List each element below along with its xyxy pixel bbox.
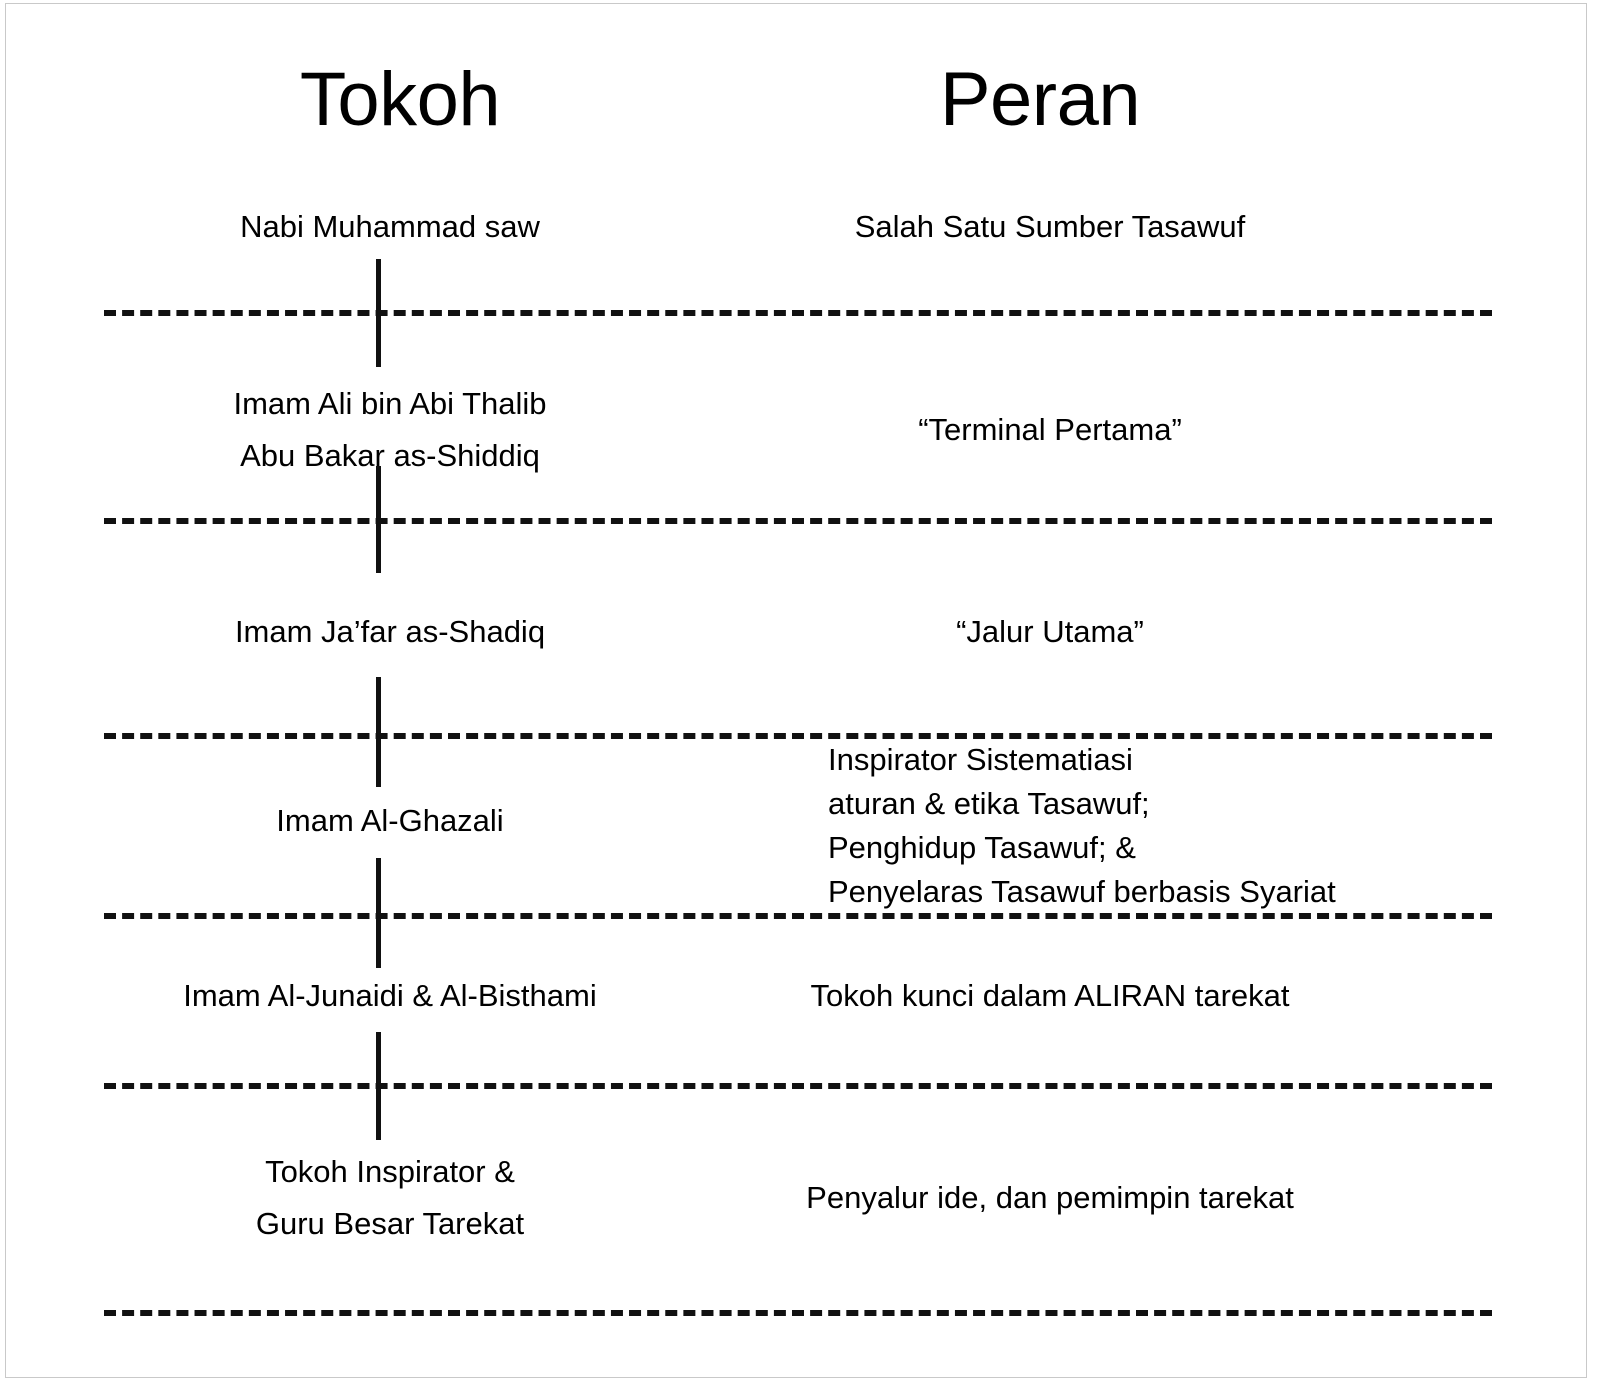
peran-cell-2: “Terminal Pertama”: [918, 412, 1182, 447]
connector-line-5: [376, 1032, 381, 1140]
peran-cell-6: Penyalur ide, dan pemimpin tarekat: [806, 1180, 1294, 1215]
connector-line-3: [376, 677, 381, 787]
tokoh-cell-5: Imam Al-Junaidi & Al-Bisthami: [183, 978, 597, 1013]
peran-cell-4: Inspirator Sistematiasi aturan & etika T…: [828, 742, 1336, 909]
divider-1: [104, 310, 1492, 316]
column-header-peran: Peran: [939, 57, 1141, 142]
tokoh-cell-1: Nabi Muhammad saw: [240, 209, 540, 244]
connector-line-4: [376, 858, 381, 968]
divider-4: [104, 913, 1492, 919]
divider-2: [104, 518, 1492, 524]
tokoh-cell-4: Imam Al-Ghazali: [276, 803, 504, 838]
tokoh-cell-2: Imam Ali bin Abi Thalib Abu Bakar as-Shi…: [233, 386, 547, 473]
tokoh-cell-3: Imam Ja’far as-Shadiq: [234, 614, 546, 649]
peran-cell-1: Salah Satu Sumber Tasawuf: [854, 209, 1246, 244]
divider-5: [104, 1083, 1492, 1089]
peran-cell-5: Tokoh kunci dalam ALIRAN tarekat: [810, 978, 1290, 1013]
tokoh-cell-6: Tokoh Inspirator & Guru Besar Tarekat: [255, 1154, 525, 1241]
connector-line-1: [376, 259, 381, 367]
peran-cell-3: “Jalur Utama”: [956, 614, 1144, 649]
divider-3: [104, 733, 1492, 739]
connector-line-2: [376, 466, 381, 573]
column-header-tokoh: Tokoh: [299, 57, 501, 142]
divider-6: [104, 1310, 1492, 1316]
